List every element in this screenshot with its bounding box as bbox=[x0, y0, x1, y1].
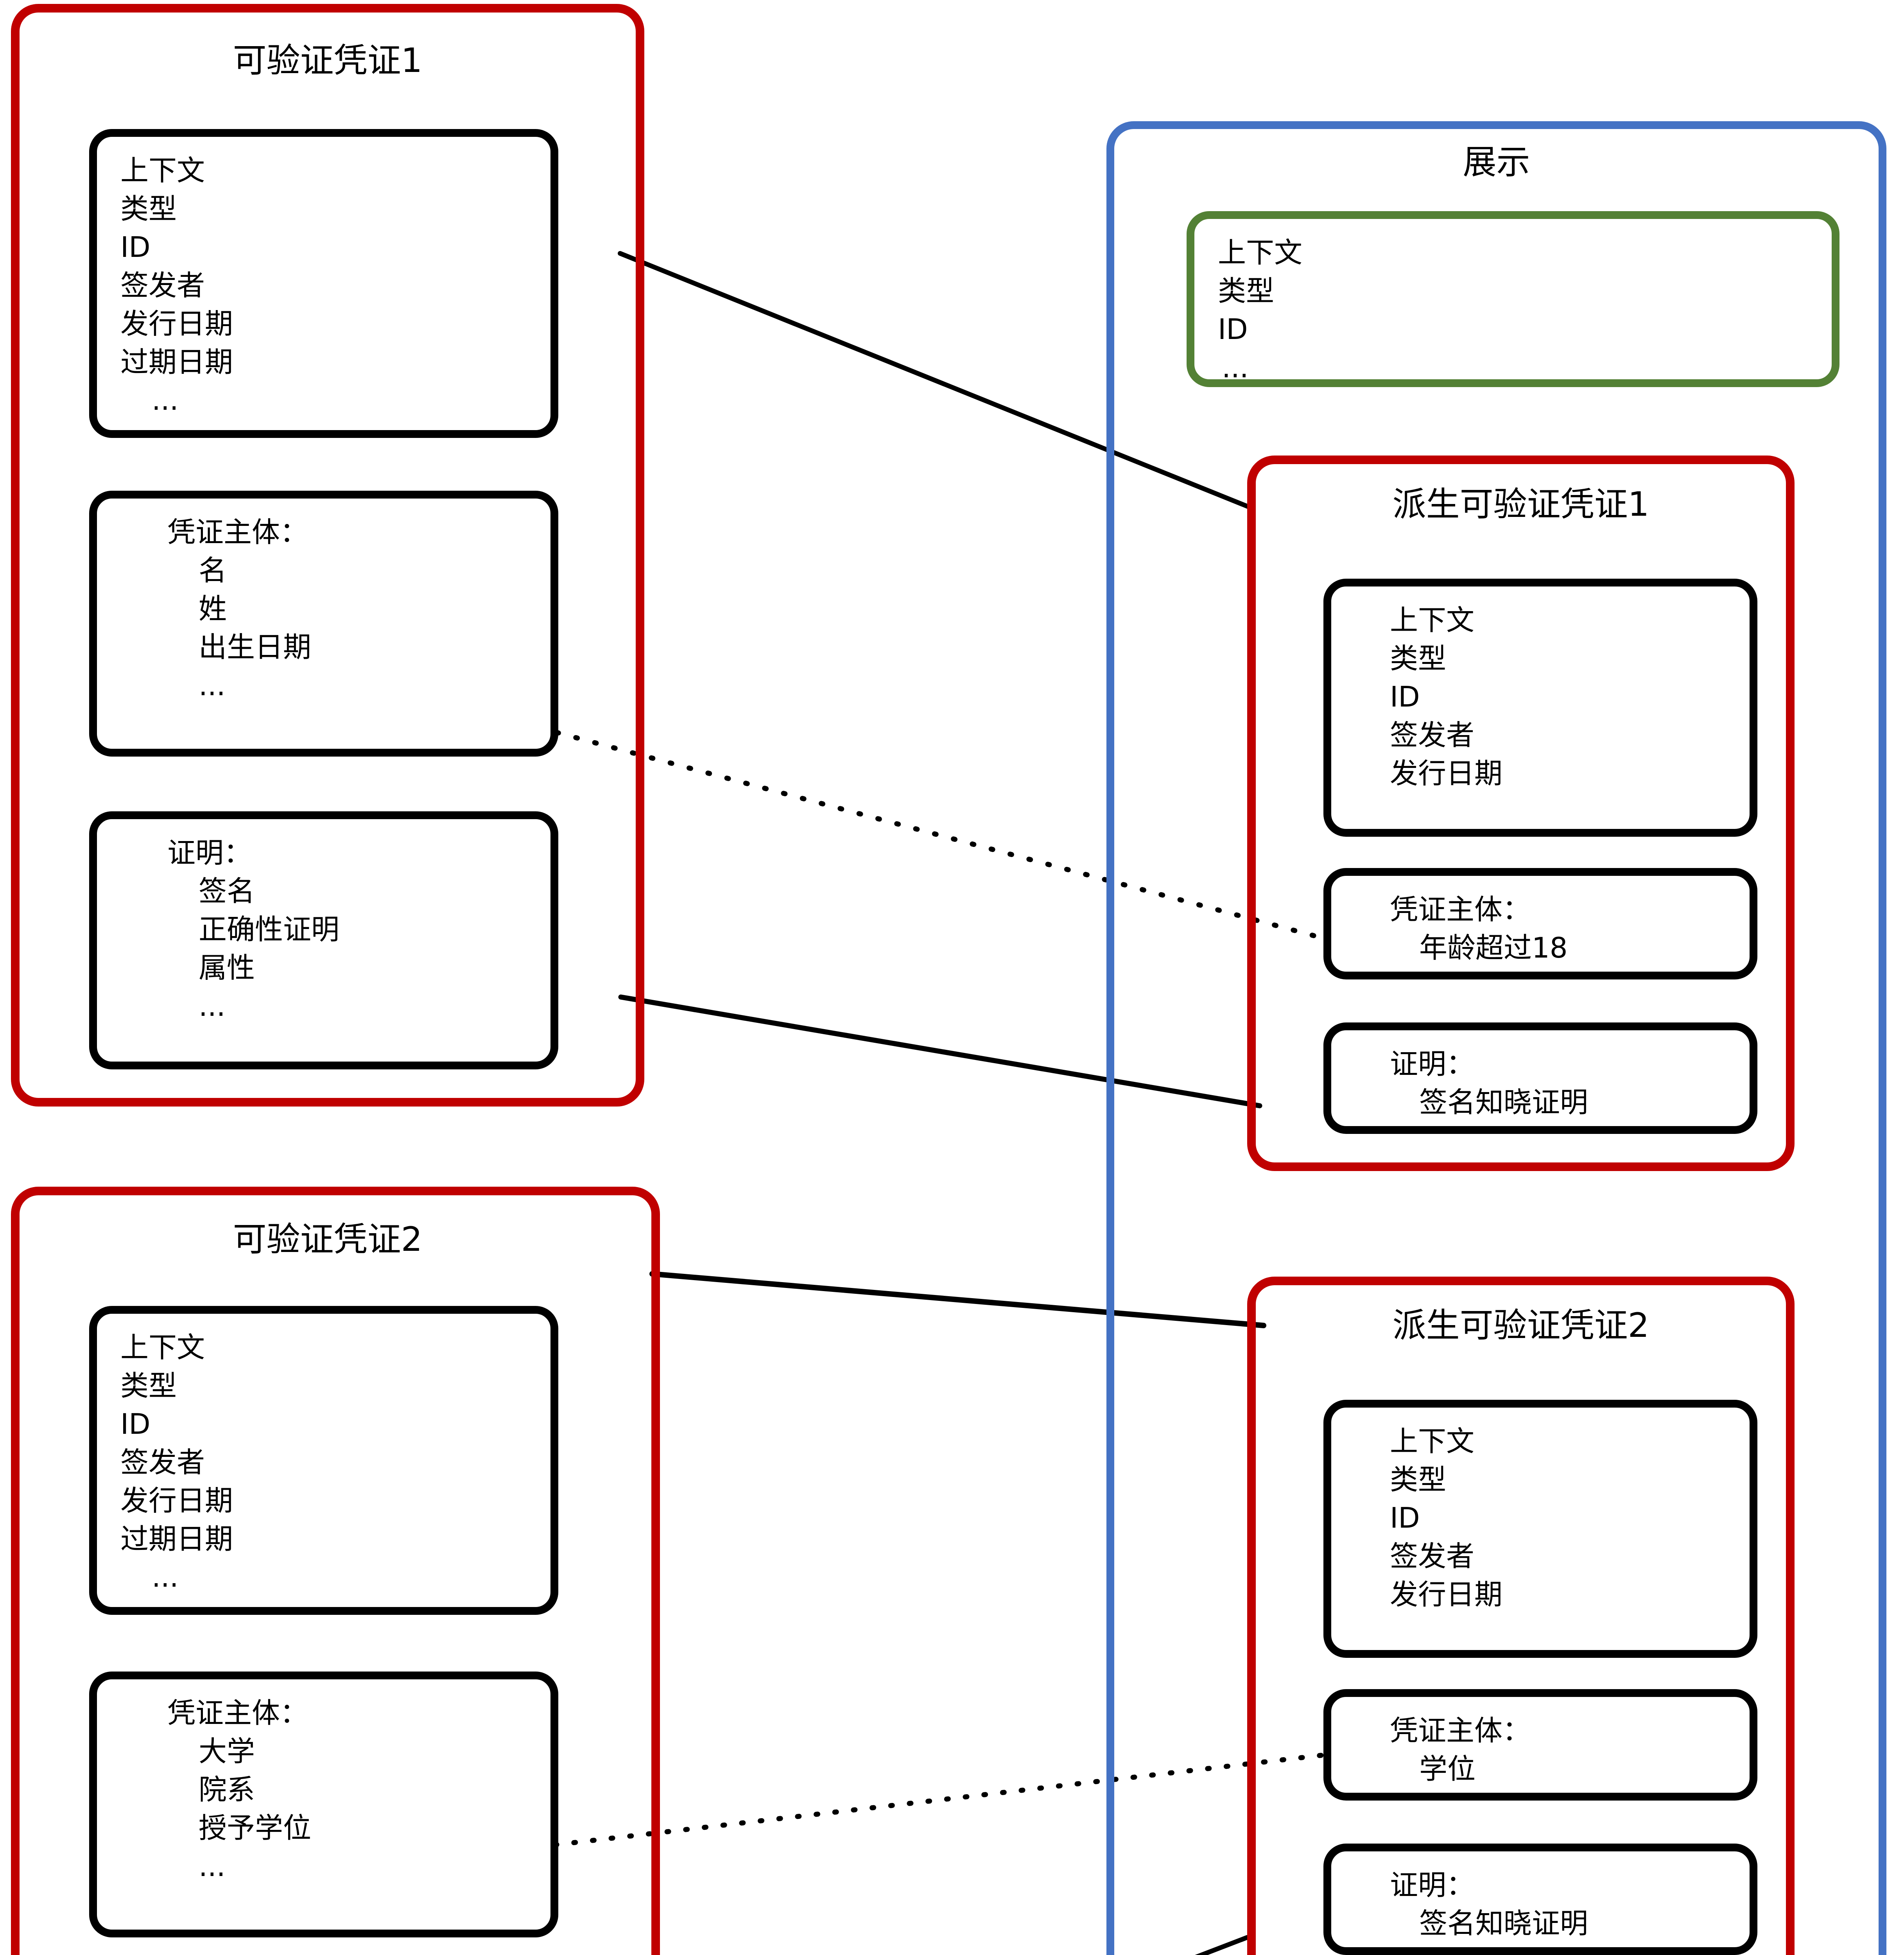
vc1-field-issuer: 签发者 bbox=[120, 269, 205, 302]
dvc2-proof-fields: 证明： 签名知晓证明 bbox=[1331, 1851, 1750, 1943]
vc2-field-expiration-date: 过期日期 bbox=[120, 1522, 233, 1555]
vc2-field-issuance-date: 发行日期 bbox=[120, 1484, 233, 1517]
derived-credential-2-title: 派生可验证凭证2 bbox=[1392, 1306, 1649, 1345]
dvc1-field-type: 类型 bbox=[1390, 642, 1447, 675]
dvc2-proof-heading: 证明： bbox=[1390, 1869, 1475, 1901]
dvc1-subject-heading: 凭证主体： bbox=[1390, 893, 1531, 926]
dvc1-subject-box: 凭证主体： 年龄超过18 bbox=[1323, 868, 1757, 979]
dvc1-field-id: ID bbox=[1390, 680, 1420, 713]
dvc2-field-id: ID bbox=[1390, 1501, 1420, 1534]
vc2-subject-faculty: 院系 bbox=[199, 1773, 255, 1806]
presentation-field-type: 类型 bbox=[1218, 274, 1275, 307]
presentation-header-box: 上下文 类型 ID ... bbox=[1187, 211, 1839, 387]
presentation-field-context: 上下文 bbox=[1218, 236, 1303, 269]
dvc1-metadata-fields: 上下文 类型 ID 签发者 发行日期 bbox=[1331, 586, 1750, 793]
dvc1-proof-fields: 证明： 签名知晓证明 bbox=[1331, 1030, 1750, 1122]
dvc2-field-issuer: 签发者 bbox=[1390, 1539, 1475, 1573]
vc1-subject-family-name: 姓 bbox=[199, 592, 227, 625]
vc2-subject-degree-awarded: 授予学位 bbox=[199, 1811, 312, 1844]
vc1-subject-heading: 凭证主体： bbox=[167, 516, 308, 549]
dvc2-proof-box: 证明： 签名知晓证明 bbox=[1323, 1844, 1757, 1955]
vc1-subject-given-name: 名 bbox=[199, 554, 227, 587]
presentation-title: 展示 bbox=[1463, 143, 1530, 182]
presentation-field-ellipsis: ... bbox=[1222, 351, 1249, 384]
vc1-proof-box: 证明： 签名 正确性证明 属性 ... bbox=[89, 811, 558, 1069]
vc2-field-type: 类型 bbox=[120, 1369, 177, 1402]
dvc1-proof-heading: 证明： bbox=[1390, 1047, 1475, 1080]
dvc1-field-context: 上下文 bbox=[1390, 604, 1475, 637]
vc1-subject-ellipsis: ... bbox=[199, 669, 226, 702]
dvc1-proof-signature-knowledge: 签名知晓证明 bbox=[1419, 1085, 1588, 1119]
vc1-proof-ellipsis: ... bbox=[199, 989, 226, 1022]
derived-credential-1-title: 派生可验证凭证1 bbox=[1392, 485, 1649, 524]
verifiable-credential-2-title: 可验证凭证2 bbox=[233, 1220, 423, 1259]
dvc2-field-context: 上下文 bbox=[1390, 1425, 1475, 1458]
vc2-subject-heading: 凭证主体： bbox=[167, 1697, 308, 1729]
dvc1-subject-fields: 凭证主体： 年龄超过18 bbox=[1331, 876, 1750, 967]
vc1-field-context: 上下文 bbox=[120, 154, 205, 187]
dvc1-subject-age-over-18: 年龄超过18 bbox=[1419, 931, 1568, 964]
vc1-field-ellipsis: ... bbox=[152, 384, 179, 417]
vc1-proof-heading: 证明： bbox=[167, 836, 252, 869]
vc2-metadata-fields: 上下文 类型 ID 签发者 发行日期 过期日期 ... bbox=[97, 1314, 550, 1596]
dvc2-proof-signature-knowledge: 签名知晓证明 bbox=[1419, 1907, 1588, 1940]
vc2-field-ellipsis: ... bbox=[152, 1560, 179, 1594]
dvc1-metadata-box: 上下文 类型 ID 签发者 发行日期 bbox=[1323, 579, 1757, 837]
vc1-proof-fields: 证明： 签名 正确性证明 属性 ... bbox=[97, 819, 550, 1026]
presentation-header-fields: 上下文 类型 ID ... bbox=[1194, 219, 1832, 387]
dvc1-proof-box: 证明： 签名知晓证明 bbox=[1323, 1022, 1757, 1134]
dvc2-field-issuance-date: 发行日期 bbox=[1390, 1578, 1503, 1611]
vc1-proof-signature: 签名 bbox=[199, 874, 255, 908]
vc2-subject-university: 大学 bbox=[199, 1734, 255, 1768]
vc1-subject-birth-date: 出生日期 bbox=[199, 630, 312, 664]
vc1-field-issuance-date: 发行日期 bbox=[120, 307, 233, 340]
verifiable-credential-2-group bbox=[11, 1187, 660, 1955]
verifiable-credential-1-title: 可验证凭证1 bbox=[233, 41, 423, 80]
derived-credential-1-group bbox=[1247, 456, 1795, 1171]
vc2-subject-ellipsis: ... bbox=[199, 1849, 226, 1883]
dvc2-subject-heading: 凭证主体： bbox=[1390, 1714, 1531, 1747]
vc2-field-context: 上下文 bbox=[120, 1331, 205, 1364]
vc1-proof-correctness: 正确性证明 bbox=[199, 913, 340, 946]
vc1-subject-fields: 凭证主体： 名 姓 出生日期 ... bbox=[97, 499, 550, 705]
vc2-metadata-box: 上下文 类型 ID 签发者 发行日期 过期日期 ... bbox=[89, 1306, 558, 1615]
dvc2-subject-fields: 凭证主体： 学位 bbox=[1331, 1697, 1750, 1788]
vc1-metadata-box: 上下文 类型 ID 签发者 发行日期 过期日期 ... bbox=[89, 129, 558, 438]
dvc2-subject-degree: 学位 bbox=[1419, 1752, 1476, 1785]
dvc2-field-type: 类型 bbox=[1390, 1463, 1447, 1496]
vc1-field-expiration-date: 过期日期 bbox=[120, 345, 233, 378]
dvc2-metadata-box: 上下文 类型 ID 签发者 发行日期 bbox=[1323, 1400, 1757, 1658]
vc1-field-id: ID bbox=[120, 230, 151, 264]
presentation-field-id: ID bbox=[1218, 312, 1248, 346]
dvc1-field-issuance-date: 发行日期 bbox=[1390, 757, 1503, 790]
dvc2-metadata-fields: 上下文 类型 ID 签发者 发行日期 bbox=[1331, 1408, 1750, 1614]
vc1-field-type: 类型 bbox=[120, 192, 177, 225]
derived-credential-2-group bbox=[1247, 1277, 1795, 1955]
vc2-subject-fields: 凭证主体： 大学 院系 授予学位 ... bbox=[97, 1679, 550, 1886]
vc2-subject-box: 凭证主体： 大学 院系 授予学位 ... bbox=[89, 1672, 558, 1937]
vc2-field-id: ID bbox=[120, 1407, 151, 1440]
presentation-group bbox=[1106, 121, 1886, 1955]
dvc2-subject-box: 凭证主体： 学位 bbox=[1323, 1689, 1757, 1801]
dvc1-field-issuer: 签发者 bbox=[1390, 718, 1475, 752]
vc1-proof-attributes: 属性 bbox=[199, 951, 255, 984]
verifiable-credential-1-group bbox=[11, 4, 644, 1107]
vc2-field-issuer: 签发者 bbox=[120, 1446, 205, 1479]
vc1-metadata-fields: 上下文 类型 ID 签发者 发行日期 过期日期 ... bbox=[97, 137, 550, 420]
vc1-subject-box: 凭证主体： 名 姓 出生日期 ... bbox=[89, 491, 558, 757]
